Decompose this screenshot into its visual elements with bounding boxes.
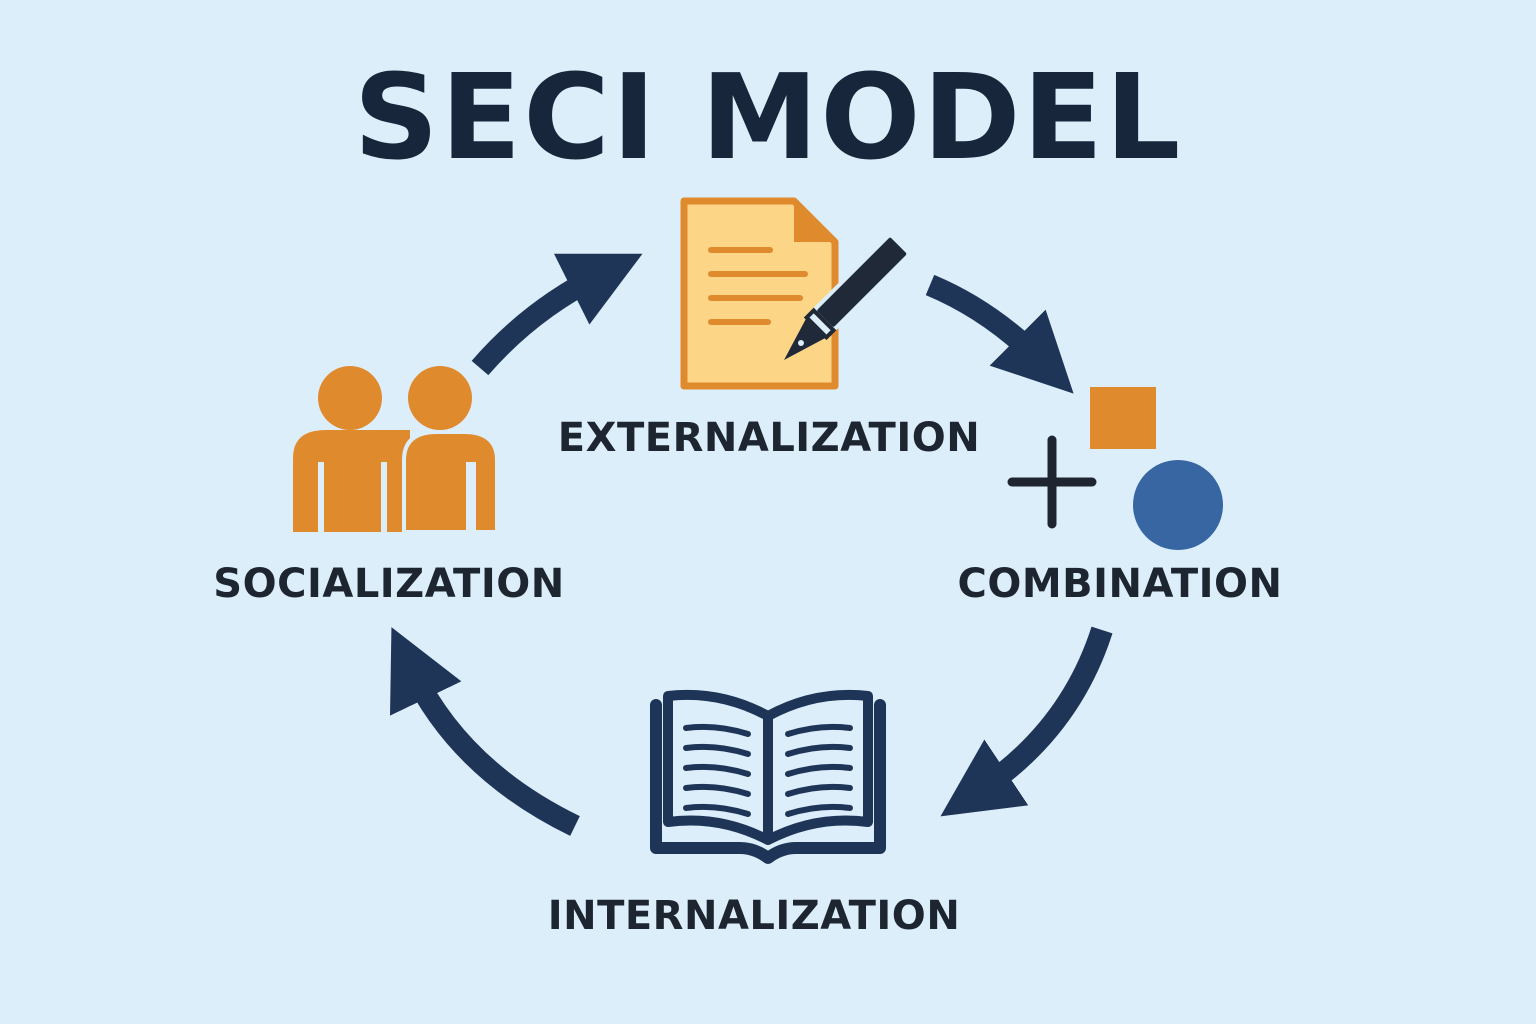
document-pen-icon (680, 197, 911, 390)
label-internalization: INTERNALIZATION (547, 893, 961, 939)
label-combination: COMBINATION (957, 561, 1283, 607)
label-socialization: SOCIALIZATION (213, 561, 565, 607)
arrow-combination-to-internalization (940, 626, 1113, 817)
arrow-externalization-to-combination (925, 274, 1074, 394)
diagram-title: SECI MODEL (353, 48, 1183, 186)
people-icon (293, 366, 499, 534)
plus-shapes-icon (1007, 387, 1223, 550)
arrow-internalization-to-socialization (390, 627, 580, 836)
label-externalization: EXTERNALIZATION (557, 415, 981, 461)
open-book-icon (650, 689, 886, 864)
arrow-socialization-to-externalization (471, 253, 643, 376)
